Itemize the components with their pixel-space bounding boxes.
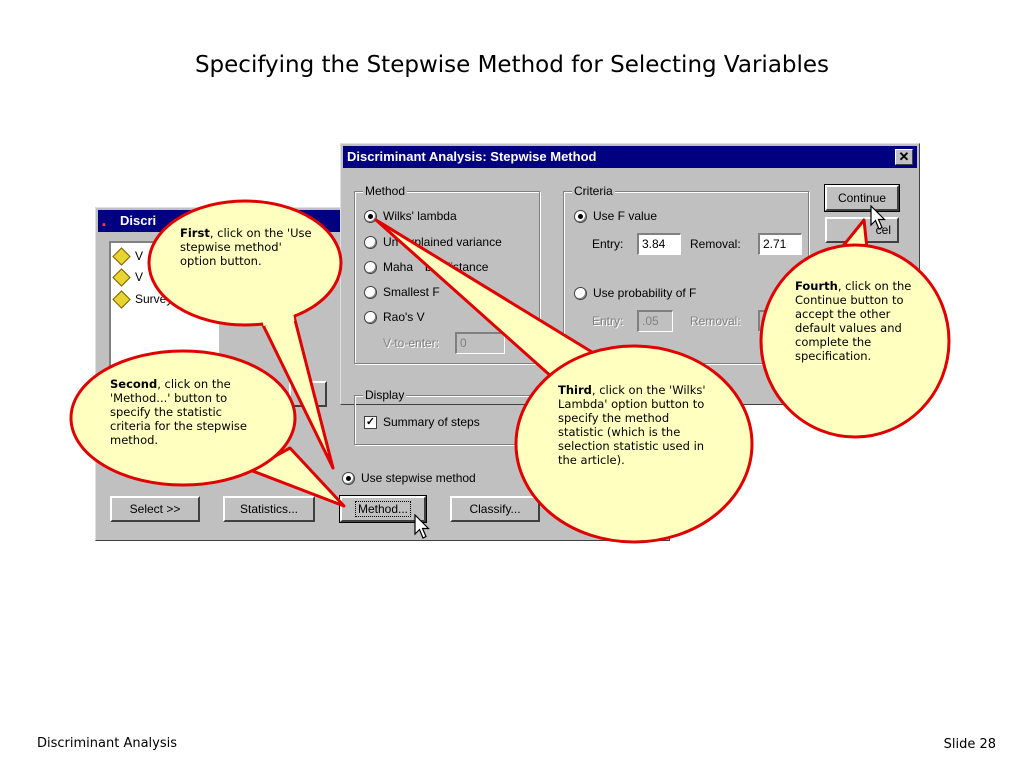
- raos-v-option[interactable]: Rao's V: [364, 309, 425, 325]
- callout-fourth-text-wrap: Fourth, click on the Continue button to …: [795, 279, 925, 363]
- app-icon: ▪: [102, 219, 106, 231]
- numeric-variable-icon: [112, 289, 131, 309]
- stepwise-method-dialog: Discriminant Analysis: Stepwise Method ✕…: [340, 143, 920, 445]
- callout-third-text-wrap: Third, click on the 'Wilks' Lambda' opti…: [558, 383, 718, 467]
- callout-second-text-wrap: Second, click on the 'Method...' button …: [110, 377, 270, 447]
- removal-input[interactable]: 2.71: [758, 233, 802, 255]
- statistics-button[interactable]: Statistics...: [223, 496, 315, 522]
- mahalanobis-distance-radio[interactable]: [364, 260, 377, 274]
- method-group-label: Method: [363, 184, 408, 198]
- prob-entry-input[interactable]: .05: [637, 310, 673, 332]
- main-dialog-title: Discri: [120, 213, 157, 228]
- continue-button[interactable]: Continue: [824, 184, 900, 212]
- criteria-group: Criteria Use F value Entry: 3.84 Removal…: [563, 184, 809, 364]
- cursor-icon: [414, 514, 430, 539]
- unexplained-variance-radio[interactable]: [364, 235, 377, 249]
- v-to-enter-label: V-to-enter:: [383, 336, 440, 350]
- prob-entry-label: Entry:: [592, 314, 624, 328]
- list-item[interactable]: V: [112, 267, 143, 287]
- removal-label: Removal:: [690, 237, 741, 251]
- entry-input[interactable]: 3.84: [637, 233, 681, 255]
- smallest-f-option[interactable]: Smallest F: [364, 284, 440, 300]
- use-probability-option[interactable]: Use probability of F: [574, 285, 696, 301]
- numeric-variable-icon: [112, 267, 131, 287]
- callout-fourth-text: Fourth, click on the Continue button to …: [795, 279, 912, 363]
- use-f-value-radio[interactable]: [574, 209, 587, 223]
- cancel-button[interactable]: cel: [825, 217, 899, 243]
- prob-removal-label: Removal:: [690, 314, 741, 328]
- select-button[interactable]: Select >>: [110, 496, 200, 522]
- display-group: Display ✓Summary of steps: [354, 388, 554, 445]
- raos-v-radio[interactable]: [364, 310, 377, 324]
- display-group-label: Display: [363, 388, 407, 402]
- wilks-lambda-option[interactable]: Wilks' lambda: [364, 208, 457, 224]
- smallest-f-radio[interactable]: [364, 285, 377, 299]
- numeric-variable-icon: [112, 246, 131, 266]
- stepwise-dialog-title: Discriminant Analysis: Stepwise Method: [347, 149, 597, 164]
- stepwise-dialog-titlebar: Discriminant Analysis: Stepwise Method ✕: [343, 146, 917, 168]
- use-f-value-option[interactable]: Use F value: [574, 208, 657, 224]
- move-variable-button[interactable]: [289, 381, 327, 407]
- use-stepwise-label: Use stepwise method: [361, 471, 476, 485]
- callout-first-text: First, click on the 'Use stepwise method…: [180, 226, 312, 268]
- footer-left: Discriminant Analysis: [37, 736, 178, 751]
- entry-label: Entry:: [592, 237, 624, 251]
- close-button[interactable]: ✕: [895, 149, 913, 165]
- method-button[interactable]: Method...: [339, 495, 427, 523]
- criteria-group-label: Criteria: [572, 184, 615, 198]
- cursor-icon: [870, 205, 886, 230]
- close-icon: ✕: [898, 149, 910, 164]
- list-item[interactable]: Survey: [112, 289, 172, 309]
- classify-button[interactable]: Classify...: [450, 496, 540, 522]
- use-stepwise-option[interactable]: Use stepwise method: [342, 470, 476, 486]
- slide-title: Specifying the Stepwise Method for Selec…: [194, 52, 830, 78]
- summary-of-steps-option[interactable]: ✓Summary of steps: [364, 415, 480, 429]
- wilks-lambda-radio[interactable]: [364, 209, 377, 223]
- callout-second-text: Second, click on the 'Method...' button …: [110, 377, 247, 447]
- callout-third-text: Third, click on the 'Wilks' Lambda' opti…: [558, 383, 706, 467]
- summary-of-steps-checkbox[interactable]: ✓: [364, 415, 377, 429]
- list-item[interactable]: V: [112, 246, 143, 266]
- use-probability-radio[interactable]: [574, 286, 587, 300]
- slide-number: Slide 28: [943, 737, 996, 752]
- v-to-enter-input[interactable]: 0: [455, 332, 505, 354]
- use-stepwise-radio[interactable]: [342, 471, 355, 485]
- callout-first-text-wrap: First, click on the 'Use stepwise method…: [180, 226, 320, 268]
